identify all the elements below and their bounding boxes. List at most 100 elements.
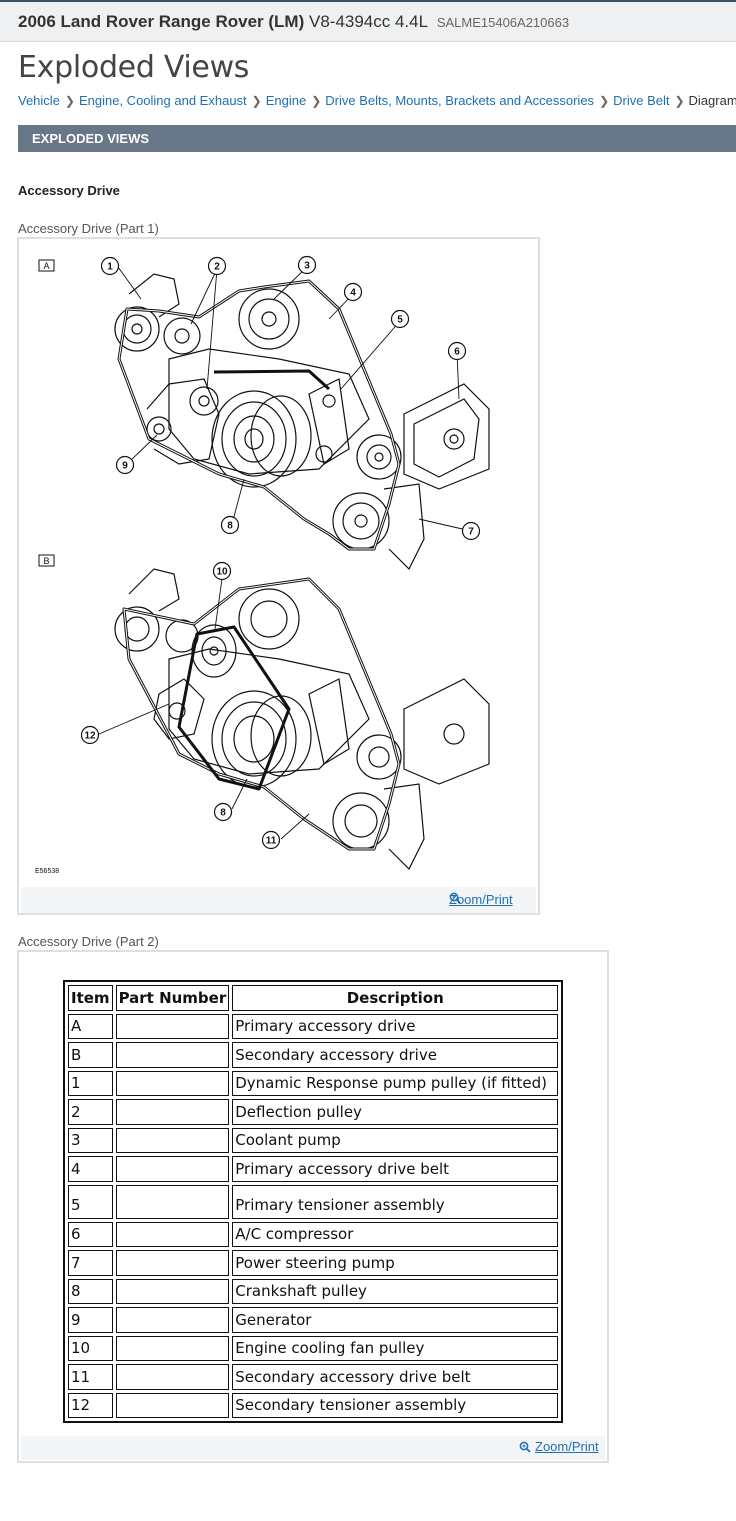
cell-description: Coolant pump [232,1127,559,1153]
callout-6: 6 [454,347,460,358]
table-row: 9 Generator [68,1307,559,1333]
table-footer [21,1436,605,1460]
cell-description: Primary accessory drive [232,1013,559,1039]
cell-item: 12 [68,1392,113,1418]
cell-part-number [115,1307,230,1333]
cell-item: 6 [68,1221,113,1247]
breadcrumb-drive-belt[interactable]: Drive Belt [613,93,670,108]
cell-description: Dynamic Response pump pulley (if fitted) [232,1070,559,1096]
column-header-item: Item [68,985,113,1011]
view-a-callouts: 1 2 3 4 5 6 7 8 9 [100,255,481,541]
cell-description: Secondary tensioner assembly [232,1392,559,1418]
cell-description: Secondary accessory drive belt [232,1364,559,1390]
cell-item: 2 [68,1099,113,1125]
magnifier-icon [449,892,461,904]
exploded-view-figure: A [17,237,540,915]
figure-ref-code: E56538 [35,868,59,875]
cell-item: 7 [68,1250,113,1276]
callout-3: 3 [304,261,310,272]
table-row: 2 Deflection pulley [68,1099,559,1125]
cell-part-number [115,1042,230,1068]
callout-1: 1 [107,262,113,273]
breadcrumb-current: Diagrams [688,93,736,108]
cell-part-number [115,1013,230,1039]
cell-part-number [115,1127,230,1153]
cell-description: Deflection pulley [232,1099,559,1125]
breadcrumb-drive-belts[interactable]: Drive Belts, Mounts, Brackets and Access… [325,93,595,108]
vehicle-title: 2006 Land Rover Range Rover (LM) V8-4394… [18,12,569,32]
cell-description: Primary accessory drive belt [232,1156,559,1182]
callout-7: 7 [468,527,474,538]
table-row: B Secondary accessory drive [68,1042,559,1068]
zoom-print-link[interactable]: Zoom/Print [449,892,513,907]
cell-item: B [68,1042,113,1068]
cell-description: Primary tensioner assembly [232,1184,559,1219]
cell-description: Crankshaft pulley [232,1278,559,1304]
callout-8b: 8 [220,808,226,819]
callout-5: 5 [397,315,403,326]
cell-item: 11 [68,1364,113,1390]
callout-11: 11 [266,836,277,847]
callout-10: 10 [216,567,228,578]
breadcrumb-engine-cooling-exhaust[interactable]: Engine, Cooling and Exhaust [78,93,247,108]
column-header-description: Description [232,985,559,1011]
cell-part-number [115,1099,230,1125]
cell-item: 9 [68,1307,113,1333]
zoom-print-label: Zoom/Print [535,1439,599,1454]
cell-description: Secondary accessory drive [232,1042,559,1068]
callout-2: 2 [214,262,220,273]
chevron-right-icon: ❯ [251,94,262,108]
cell-description: Generator [232,1307,559,1333]
callout-4: 4 [350,288,356,299]
secondary-drive-drawing [114,568,490,871]
breadcrumb: Vehicle❯Engine, Cooling and Exhaust❯Engi… [18,93,736,108]
cell-item: 4 [68,1156,113,1182]
cell-part-number [115,1392,230,1418]
zoom-print-label: Zoom/Print [449,892,513,907]
cell-description: Engine cooling fan pulley [232,1335,559,1361]
cell-part-number [115,1335,230,1361]
table-row: 5 Primary tensioner assembly [68,1184,559,1219]
view-b-callouts: 10 12 8 11 [80,561,310,850]
vin-number: SALME15406A210663 [436,15,570,30]
vehicle-header: 2006 Land Rover Range Rover (LM) V8-4394… [0,0,736,42]
callout-9: 9 [122,461,128,472]
view-a-label-box [38,259,55,272]
callout-12: 12 [84,731,96,742]
chevron-right-icon: ❯ [311,94,322,108]
zoom-print-link-table[interactable]: Zoom/Print [519,1439,599,1454]
cell-part-number [115,1184,230,1219]
cell-description: Power steering pump [232,1250,559,1276]
primary-drive-drawing [114,273,490,571]
cell-part-number [115,1156,230,1182]
chevron-right-icon: ❯ [674,94,685,108]
table-row: 3 Coolant pump [68,1127,559,1153]
figure-footer [21,887,536,913]
page-title: Exploded Views [18,50,250,85]
cell-item: 10 [68,1335,113,1361]
section-subheading: Accessory Drive [18,183,120,198]
vehicle-name: 2006 Land Rover Range Rover (LM) [18,12,305,31]
cell-part-number [115,1221,230,1247]
view-a-label: A [43,261,49,271]
breadcrumb-engine[interactable]: Engine [265,93,307,108]
breadcrumb-vehicle[interactable]: Vehicle [18,93,60,108]
cell-item: 3 [68,1127,113,1153]
table-row: 7 Power steering pump [68,1250,559,1276]
view-b-label: B [43,556,49,566]
engine-spec: V8-4394cc 4.4L [308,12,429,31]
magnifier-icon [519,1441,531,1453]
callout-8: 8 [227,521,233,532]
table-row: 12 Secondary tensioner assembly [68,1392,559,1418]
cell-part-number [115,1364,230,1390]
table-header-row: Item Part Number Description [68,985,559,1011]
figure-caption: Accessory Drive (Part 1) [18,221,159,236]
cell-part-number [115,1070,230,1096]
section-header-bar: EXPLODED VIEWS [18,125,736,152]
cell-description: A/C compressor [232,1221,559,1247]
cell-item: 5 [68,1184,113,1219]
